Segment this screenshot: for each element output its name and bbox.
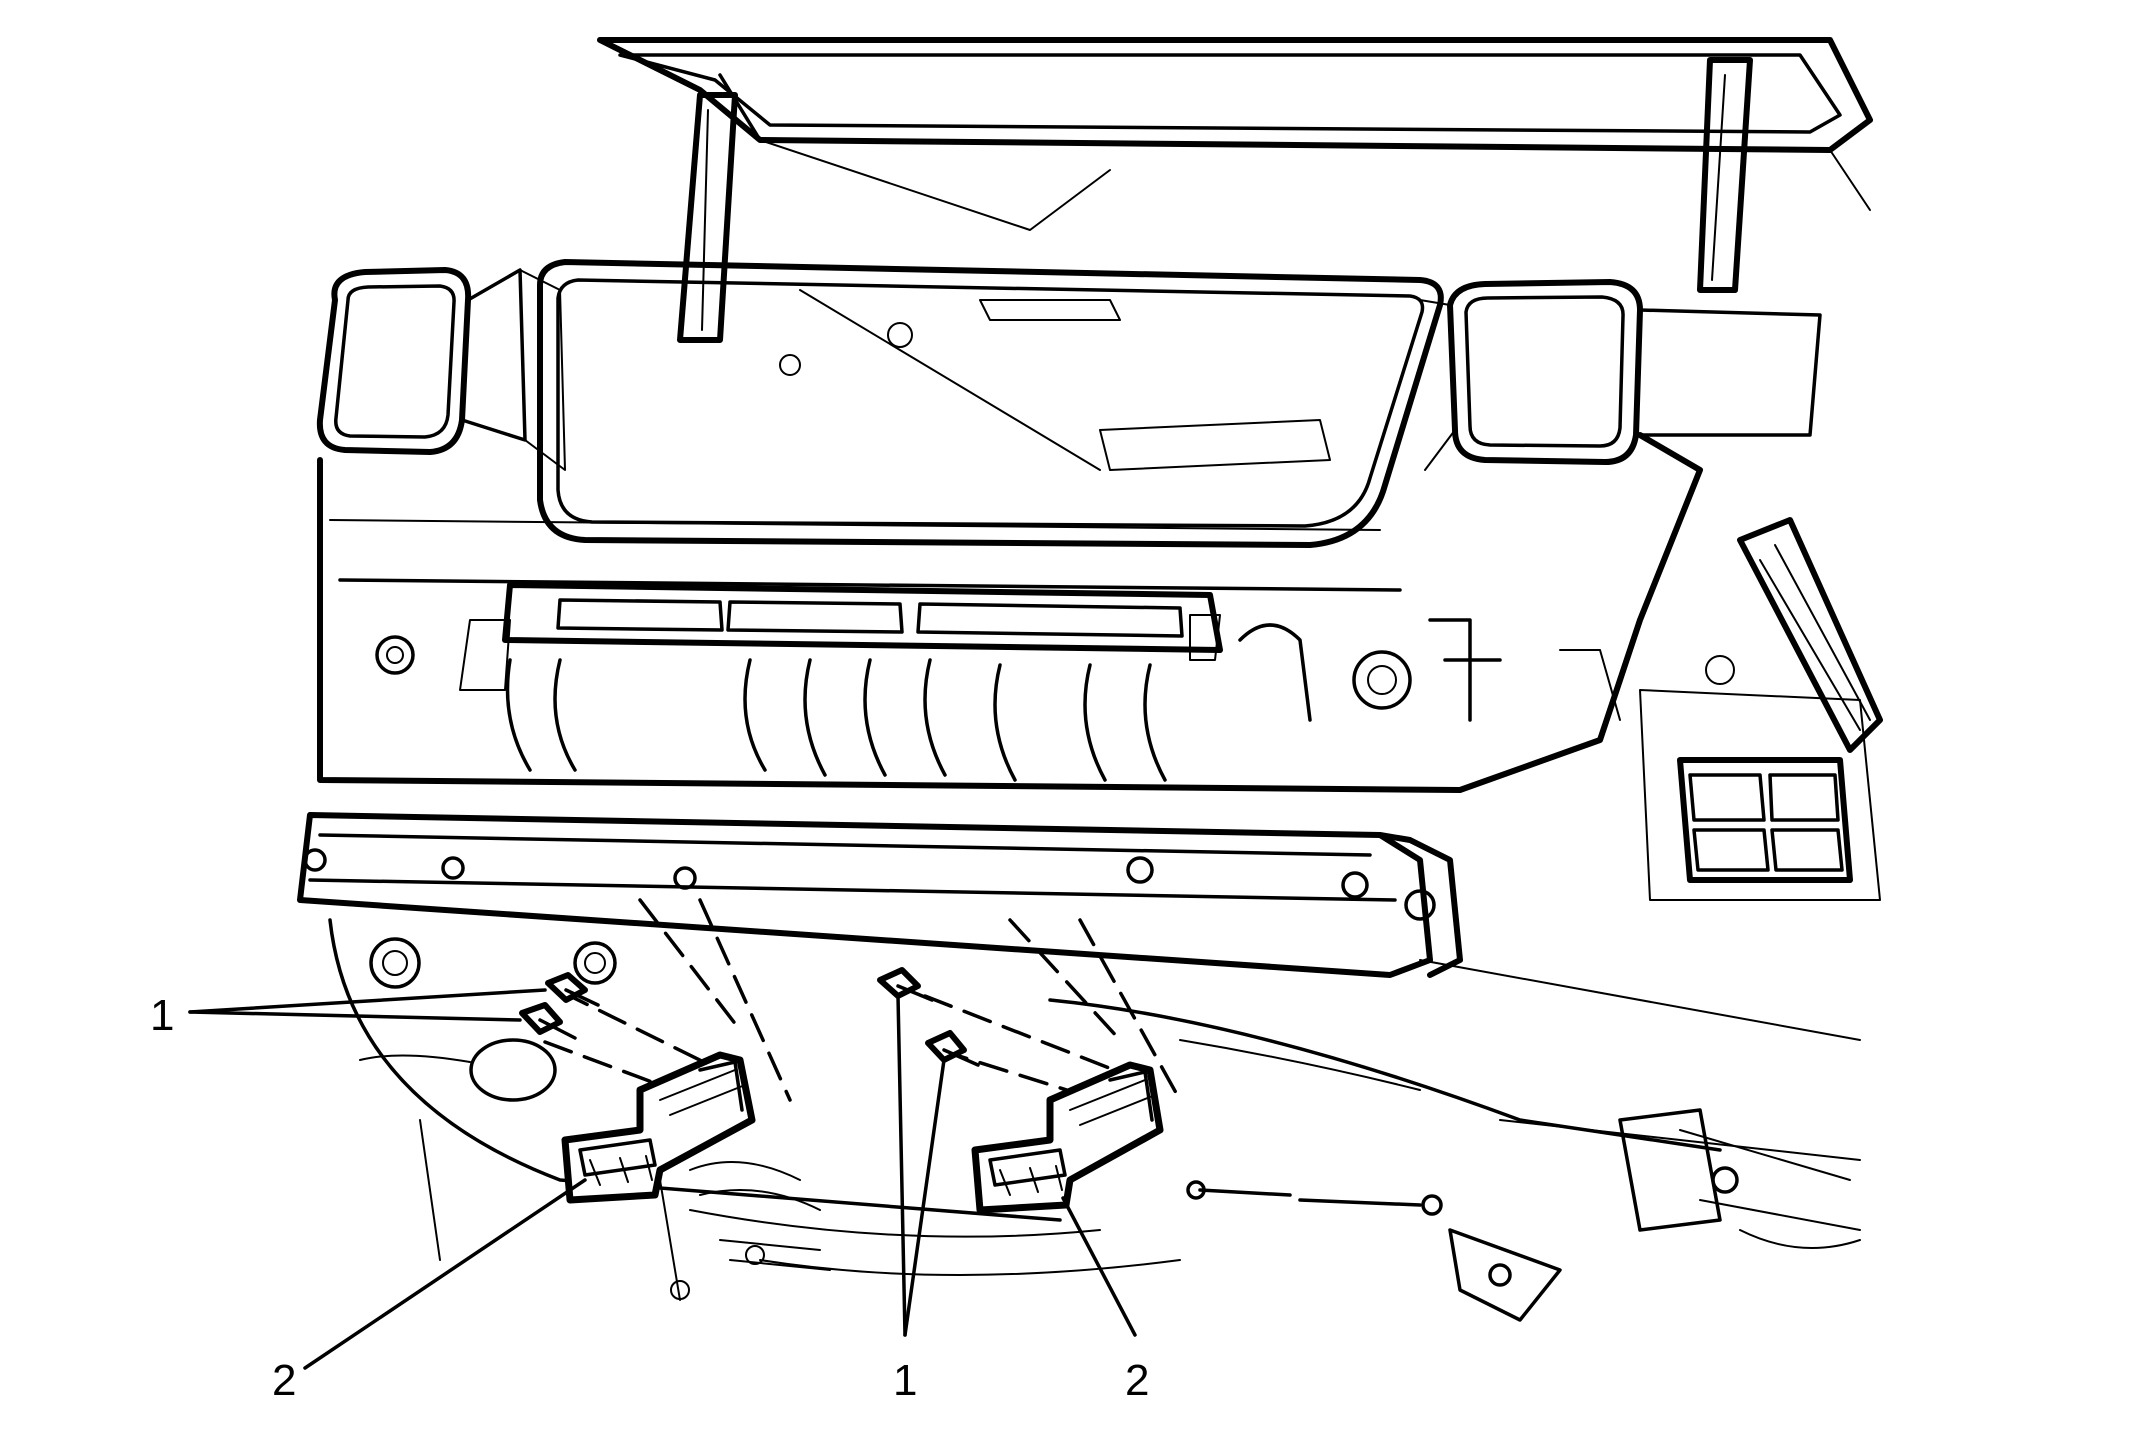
rear-body-panel	[317, 432, 1735, 793]
rear-vent	[1639, 689, 1881, 901]
exhaust-area	[359, 937, 831, 1300]
bumper-bracket-left	[561, 1051, 756, 1204]
panel-ribs	[505, 658, 1167, 782]
underbody	[328, 918, 1861, 1322]
callout-2-right: 2	[1125, 1356, 1149, 1405]
liftgate-strut-right	[1697, 57, 1753, 293]
fastener-left-upper	[545, 972, 600, 1007]
leader-lines	[188, 988, 1137, 1370]
right-side-brace	[1737, 517, 1883, 753]
tail-lamp-right	[1419, 279, 1822, 471]
fastener-left-lower	[519, 1002, 577, 1040]
tail-lamp-left	[316, 267, 566, 471]
callout-1-left: 1	[150, 991, 174, 1040]
liftgate-strut-left	[677, 92, 738, 343]
latch-module	[459, 582, 1223, 691]
trunk-opening	[537, 259, 1444, 548]
liftgate	[597, 37, 1873, 231]
fastener-center-lower	[925, 1030, 980, 1067]
bumper-impact-bar	[297, 812, 1463, 978]
callout-1-center: 1	[893, 1356, 917, 1405]
callout-2-left: 2	[272, 1356, 296, 1405]
fastener-center-upper	[877, 967, 934, 1002]
bumper-bracket-right	[971, 1061, 1164, 1214]
